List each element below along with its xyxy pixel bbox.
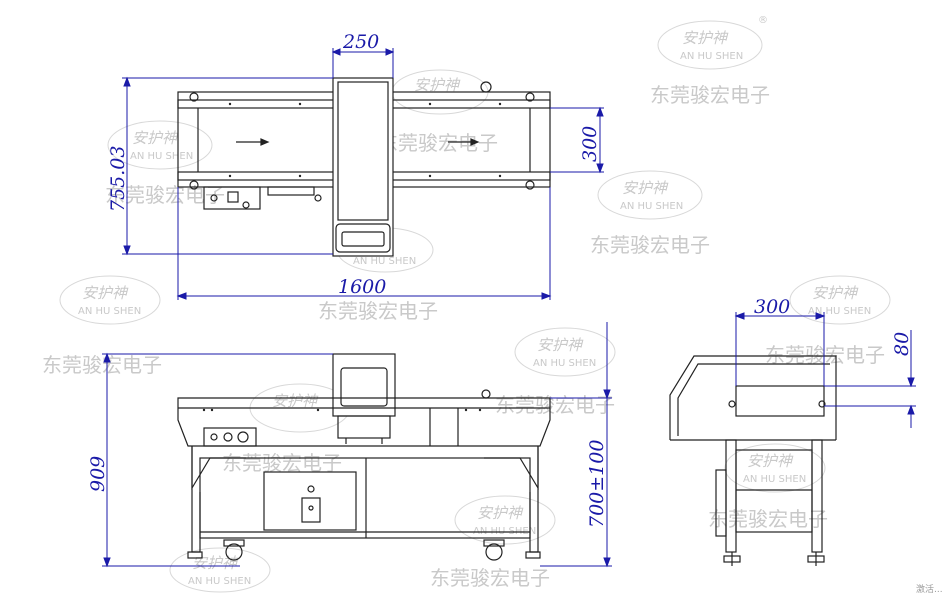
front-caster-left [225,543,243,561]
dim-front-belt-height: 700±100 [586,440,608,528]
watermark-brand-en: AN HU SHEN [620,201,683,212]
side-view-dimensions [734,312,916,428]
watermark-brand: 安护神 [812,284,859,302]
top-view [177,77,551,257]
top-control-box [203,186,261,210]
side-base-frame [735,449,813,533]
watermark-company: 东莞骏宏电子 [765,343,885,367]
dim-top-width: 250 [342,31,379,53]
top-view-dimensions [122,48,604,300]
side-view [669,355,837,566]
corner-text: 激活... [916,583,943,595]
dim-front-height: 909 [87,456,109,492]
watermark-brand-en: AN HU SHEN [353,256,416,267]
watermark-brand: 安护神 [747,452,794,470]
watermark-company: 东莞骏宏电子 [430,566,550,590]
watermark-company: 东莞骏宏电子 [42,353,162,377]
front-caster-right [485,543,503,561]
front-control-panel [203,427,257,447]
top-detector-head [332,77,394,257]
watermark-brand-en: AN HU SHEN [188,576,251,587]
dim-top-height: 755.03 [107,146,129,212]
watermark-brand: 安护神 [477,504,524,522]
watermark-brand: 安护神 [682,29,729,47]
front-detector-head [332,353,396,417]
watermark-brand: 安护神 [414,76,461,94]
dim-side-belt: 300 [754,296,790,318]
watermark-brand-en: AN HU SHEN [78,306,141,317]
side-detector-housing [669,355,837,440]
watermark-brand-en: AN HU SHEN [680,51,743,62]
watermark-brand-en: AN HU SHEN [808,306,871,317]
watermark-brand: 安护神 [132,129,179,147]
watermark-company: 东莞骏宏电子 [318,299,438,323]
watermark-brand-en: AN HU SHEN [743,474,806,485]
watermark-layer: 安护神 AN HU SHEN ® 东莞骏宏电子 安护神 东莞骏宏电子 安护神 A… [42,15,891,593]
watermark-company: 东莞骏宏电子 [650,83,770,107]
front-view-dimensions [102,322,612,568]
watermark-brand: 安护神 [192,554,239,572]
front-view [177,353,551,561]
watermark-registered: ® [758,15,768,26]
watermark-company: 东莞骏宏电子 [495,393,615,417]
front-base-frame [199,457,531,539]
watermark-brand: 安护神 [622,179,669,197]
dim-top-length: 1600 [338,276,386,298]
watermark-brand: 安护神 [82,284,129,302]
watermark-company: 东莞骏宏电子 [378,131,498,155]
watermark-brand: 安护神 [272,392,319,410]
watermark-brand-en: AN HU SHEN [533,358,596,369]
dim-side-gap: 80 [891,332,913,356]
watermark-brand-en: AN HU SHEN [130,151,193,162]
watermark-company: 东莞骏宏电子 [222,451,342,475]
watermark-company: 东莞骏宏电子 [590,233,710,257]
watermark-company: 东莞骏宏电子 [708,507,828,531]
dim-top-belt: 300 [579,126,601,162]
top-flow-arrow [236,138,480,146]
front-electric-cabinet [263,471,357,531]
side-conveyor [735,385,825,417]
watermark-brand: 安护神 [537,336,584,354]
